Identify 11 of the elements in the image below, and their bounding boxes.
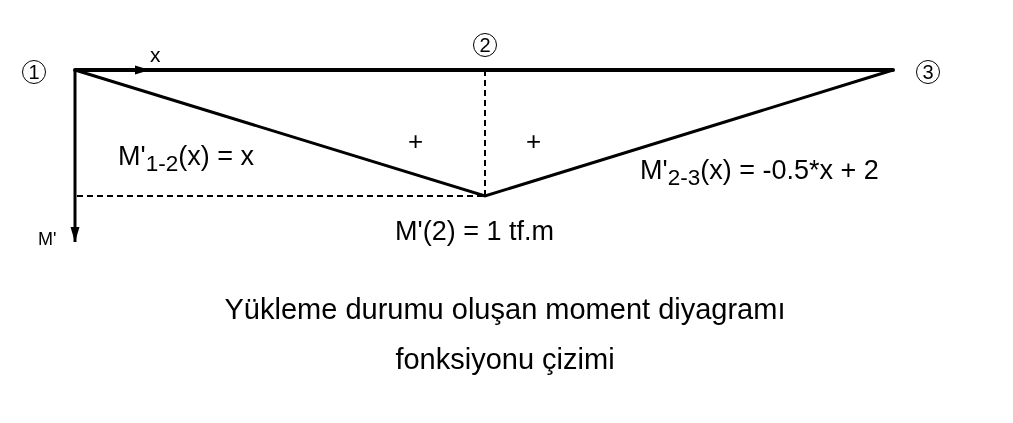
- value-label: M'(2) = 1 tf.m: [395, 218, 554, 245]
- node-number: 1: [22, 60, 46, 84]
- function-label: M'$_{1-2}$(x) = x: [118, 143, 254, 176]
- function-label: M'$_{2-3}$(x) = -0.5*x + 2: [640, 157, 879, 190]
- axis-label: x: [150, 44, 161, 65]
- sign-label: +: [408, 128, 424, 154]
- caption: Yükleme durumu oluşan moment diyagramı fonksiyonu çizimi: [223, 292, 787, 377]
- node-number: 2: [473, 33, 497, 57]
- node-number: 3: [916, 60, 940, 84]
- sign-label: +: [526, 128, 542, 154]
- axis-label: M': [38, 230, 57, 248]
